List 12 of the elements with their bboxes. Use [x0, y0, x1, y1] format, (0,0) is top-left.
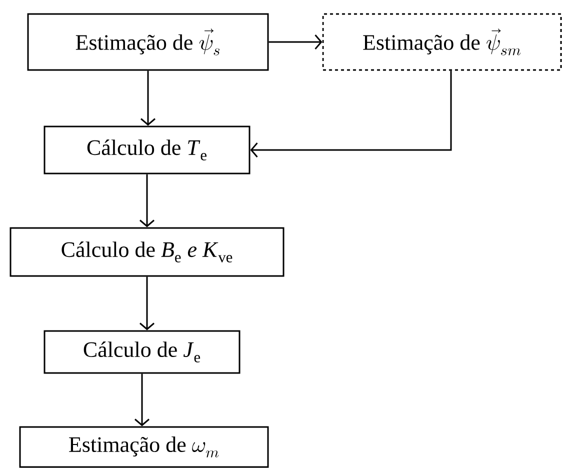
arrow: [134, 374, 150, 426]
process-box: Cálculo de T$_{e}$: [44, 126, 250, 174]
process-box: $\text{Estimação de }\omega_m$: [19, 426, 269, 468]
process-box: $\text{Estimação de }\vec{\psi}_{sm}$: [322, 13, 562, 71]
arrow: [250, 70, 452, 158]
arrow: [268, 34, 322, 50]
arrow: [140, 70, 156, 126]
process-box: Cálculo de B$_{e}$ e K$_{ve}$: [10, 227, 284, 277]
arrow: [140, 174, 154, 228]
arrow: [140, 276, 154, 330]
process-box: Cálculo de J$_{e}$: [44, 330, 240, 374]
process-box: $\text{Estimação de }\vec{\psi}_s$: [27, 13, 269, 71]
